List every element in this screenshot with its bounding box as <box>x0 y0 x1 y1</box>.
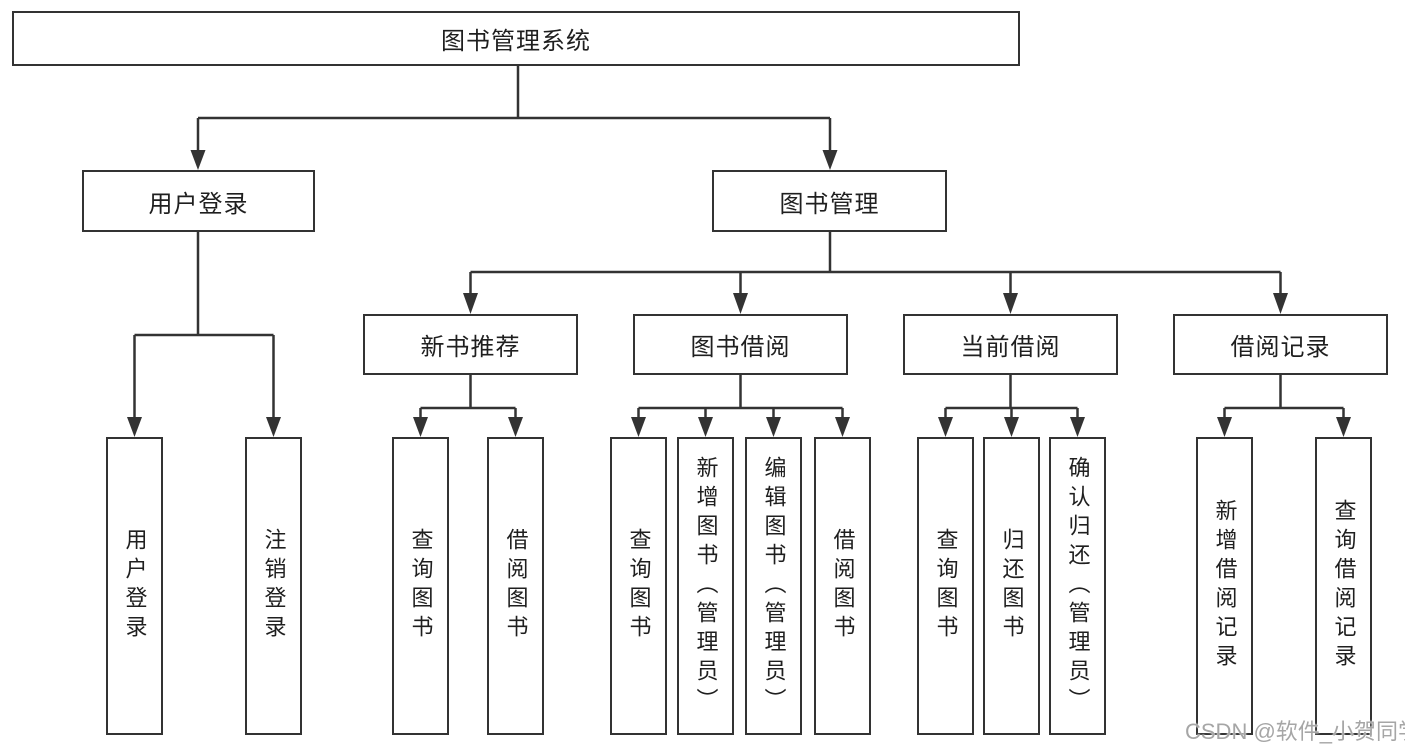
connector-root-to-level2 <box>196 66 832 152</box>
connector-book-borrowing-to-leaves <box>637 375 844 419</box>
leaf-borrow-books-borrowing: 借阅图书 <box>814 437 871 735</box>
connector-current-borrowing-to-leaves <box>944 375 1079 419</box>
leaf-label: 用户登录 <box>122 528 148 644</box>
node-book-management: 图书管理 <box>712 170 947 232</box>
leaf-add-borrow-record: 新增借阅记录 <box>1196 437 1253 735</box>
leaf-label: 注销登录 <box>261 528 287 644</box>
node-label: 借阅记录 <box>1230 334 1331 361</box>
leaf-return-books: 归还图书 <box>983 437 1040 735</box>
leaf-user-login: 用户登录 <box>106 437 163 735</box>
node-new-book-recommendation: 新书推荐 <box>363 314 578 375</box>
leaf-label: 查询图书 <box>408 528 434 644</box>
leaf-label: 借阅图书 <box>830 528 856 644</box>
leaf-query-books-borrowing: 查询图书 <box>610 437 667 735</box>
leaf-confirm-return-admin: 确认归还（管理员） <box>1049 437 1106 735</box>
node-label: 图书管理 <box>779 190 880 218</box>
connector-book-mgmt-to-level3 <box>469 232 1282 296</box>
node-library-management-system: 图书管理系统 <box>12 11 1020 66</box>
node-label: 用户登录 <box>148 190 249 218</box>
leaf-label: 新增图书（管理员） <box>693 455 719 717</box>
node-label: 新书推荐 <box>420 334 521 361</box>
leaf-add-books-admin: 新增图书（管理员） <box>677 437 734 735</box>
leaf-borrow-books-recommend: 借阅图书 <box>487 437 544 735</box>
connector-new-book-rec-to-leaves <box>419 375 517 419</box>
node-label: 图书借阅 <box>690 334 791 361</box>
leaf-edit-books-admin: 编辑图书（管理员） <box>745 437 802 735</box>
leaf-label: 归还图书 <box>999 528 1025 644</box>
connector-borrow-records-to-leaves <box>1223 375 1345 419</box>
node-label: 当前借阅 <box>960 334 1061 361</box>
leaf-label: 编辑图书（管理员） <box>761 455 787 717</box>
csdn-watermark: CSDN @软件_小贺同学 <box>1185 719 1405 744</box>
leaf-label: 查询图书 <box>933 528 959 644</box>
leaf-label: 新增借阅记录 <box>1212 499 1238 673</box>
leaf-label: 查询图书 <box>626 528 652 644</box>
node-current-borrowing: 当前借阅 <box>903 314 1118 375</box>
leaf-label: 确认归还（管理员） <box>1065 455 1091 717</box>
node-borrowing-records: 借阅记录 <box>1173 314 1388 375</box>
leaf-query-borrow-record: 查询借阅记录 <box>1315 437 1372 735</box>
node-book-borrowing: 图书借阅 <box>633 314 848 375</box>
leaf-query-books-recommend: 查询图书 <box>392 437 449 735</box>
node-label: 图书管理系统 <box>441 28 591 55</box>
leaf-logout: 注销登录 <box>245 437 302 735</box>
leaf-label: 借阅图书 <box>503 528 529 644</box>
node-user-login-group: 用户登录 <box>82 170 315 232</box>
leaf-label: 查询借阅记录 <box>1331 499 1357 673</box>
leaf-query-books-current: 查询图书 <box>917 437 974 735</box>
connector-user-login-to-leaves <box>133 232 275 419</box>
